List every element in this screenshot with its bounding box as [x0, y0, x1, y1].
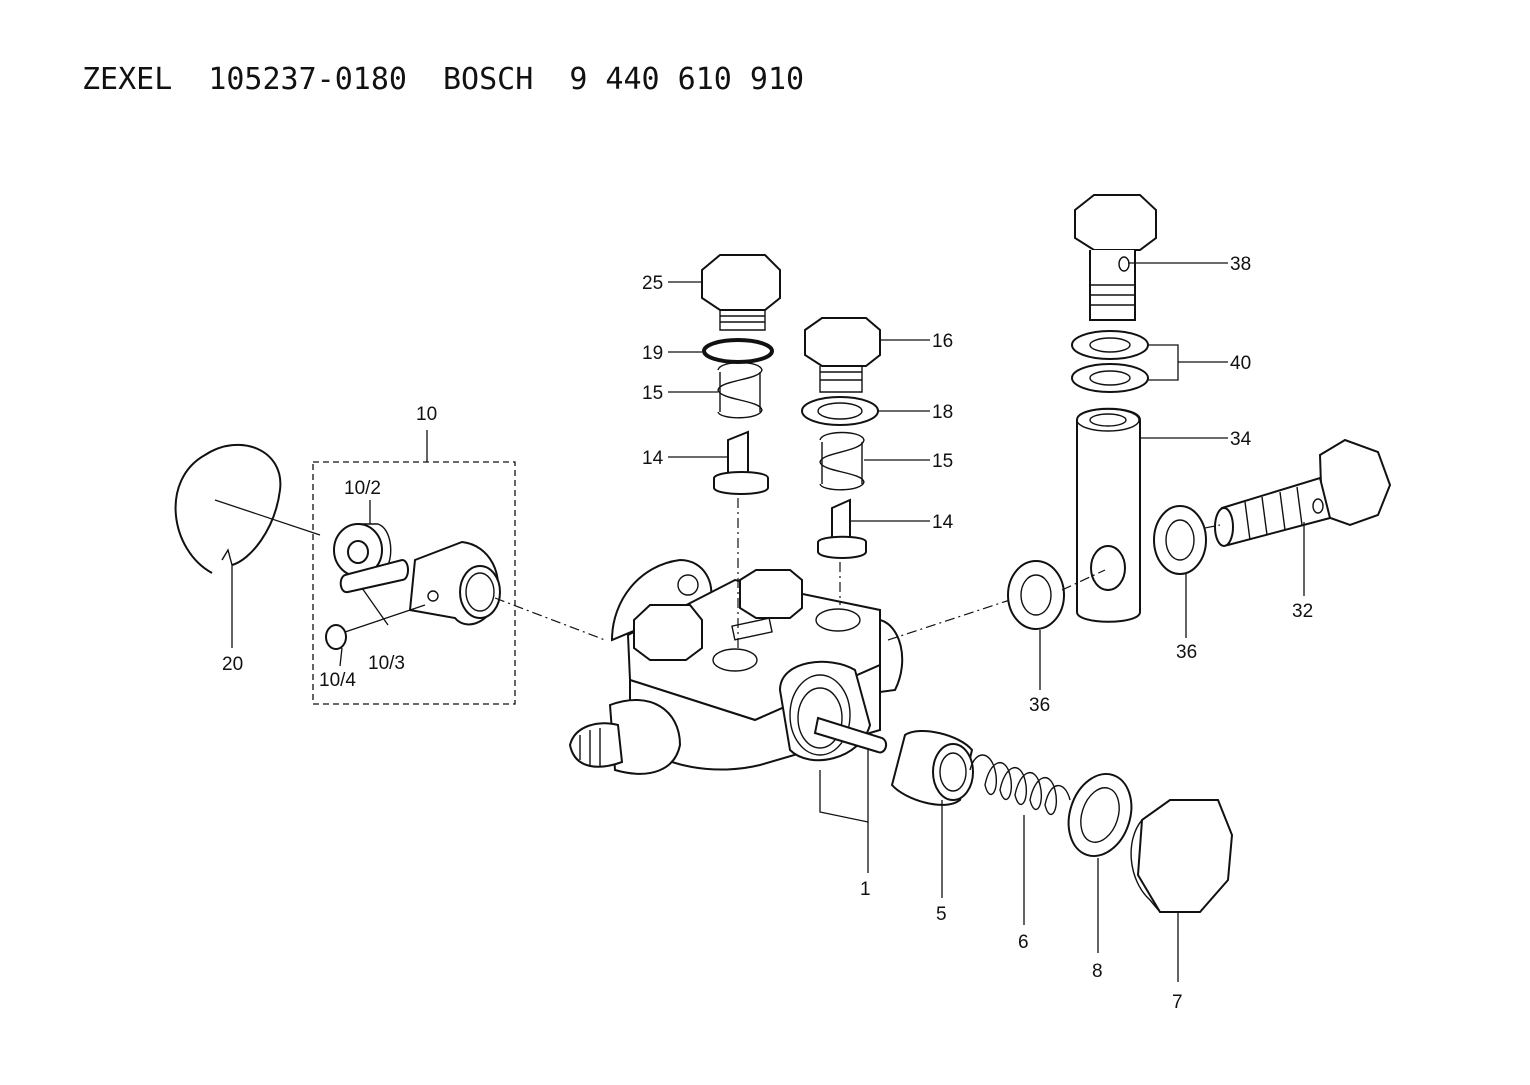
part-14-valve-middle: [817, 498, 930, 605]
part-6-spring: [969, 754, 1071, 925]
callout-25: 25: [642, 273, 663, 294]
callout-8: 8: [1092, 961, 1103, 982]
part-25-plug: [668, 254, 781, 331]
part-40-washers: [1071, 330, 1228, 393]
part-8-gasket: [1067, 772, 1133, 953]
callout-19: 19: [642, 343, 663, 364]
callout-6: 6: [1018, 932, 1029, 953]
part-16-plug: [804, 317, 930, 393]
callout-40: 40: [1230, 353, 1251, 374]
part-14-valve-left: [668, 430, 769, 650]
callout-14-left: 14: [642, 448, 664, 469]
callout-10-2: 10/2: [344, 478, 381, 499]
part-10-group: [312, 430, 606, 705]
callout-7: 7: [1172, 992, 1183, 1013]
callout-36-right: 36: [1176, 642, 1197, 663]
callout-16: 16: [932, 331, 953, 352]
callout-18: 18: [932, 402, 953, 423]
callout-5: 5: [936, 904, 947, 925]
brand-bosch: BOSCH: [443, 62, 534, 97]
callout-32: 32: [1292, 601, 1313, 622]
callout-36-left: 36: [1029, 695, 1050, 716]
zexel-part-number: 105237-0180: [208, 62, 407, 97]
callout-1: 1: [860, 879, 871, 900]
callout-10-4: 10/4: [319, 670, 356, 691]
part-15-spring-middle: [819, 431, 930, 491]
callout-38: 38: [1230, 254, 1251, 275]
part-38-banjo-bolt: [1074, 194, 1228, 321]
part-32-hollow-bolt: [1184, 438, 1392, 596]
part-1-pump-body: [568, 558, 1011, 873]
part-18-washer: [801, 396, 930, 426]
callout-labels: 1 5 6 7 8 10 10/2 10/3 10/4 14 14 15 15 …: [222, 254, 1313, 1013]
part-34-banjo-fitting: [1076, 407, 1228, 623]
brand-zexel: ZEXEL: [82, 62, 173, 97]
callout-10: 10: [416, 404, 437, 425]
callout-15-left: 15: [642, 383, 663, 404]
callout-15-middle: 15: [932, 451, 953, 472]
callout-20: 20: [222, 654, 243, 675]
diagram-title: ZEXEL 105237-0180 BOSCH 9 440 610 910: [82, 62, 840, 97]
callout-10-3: 10/3: [368, 653, 405, 674]
part-7-plug: [1130, 799, 1234, 982]
bosch-part-number: 9 440 610 910: [569, 62, 805, 97]
part-36-washer-left: [1007, 560, 1106, 690]
part-5-sleeve: [890, 730, 974, 898]
part-20-snap-ring: [174, 443, 321, 648]
callout-14-middle: 14: [932, 512, 954, 533]
part-19-o-ring: [668, 338, 774, 364]
callout-34: 34: [1230, 429, 1252, 450]
part-36-washer-right: [1153, 505, 1207, 638]
part-15-spring-left: [668, 361, 763, 419]
